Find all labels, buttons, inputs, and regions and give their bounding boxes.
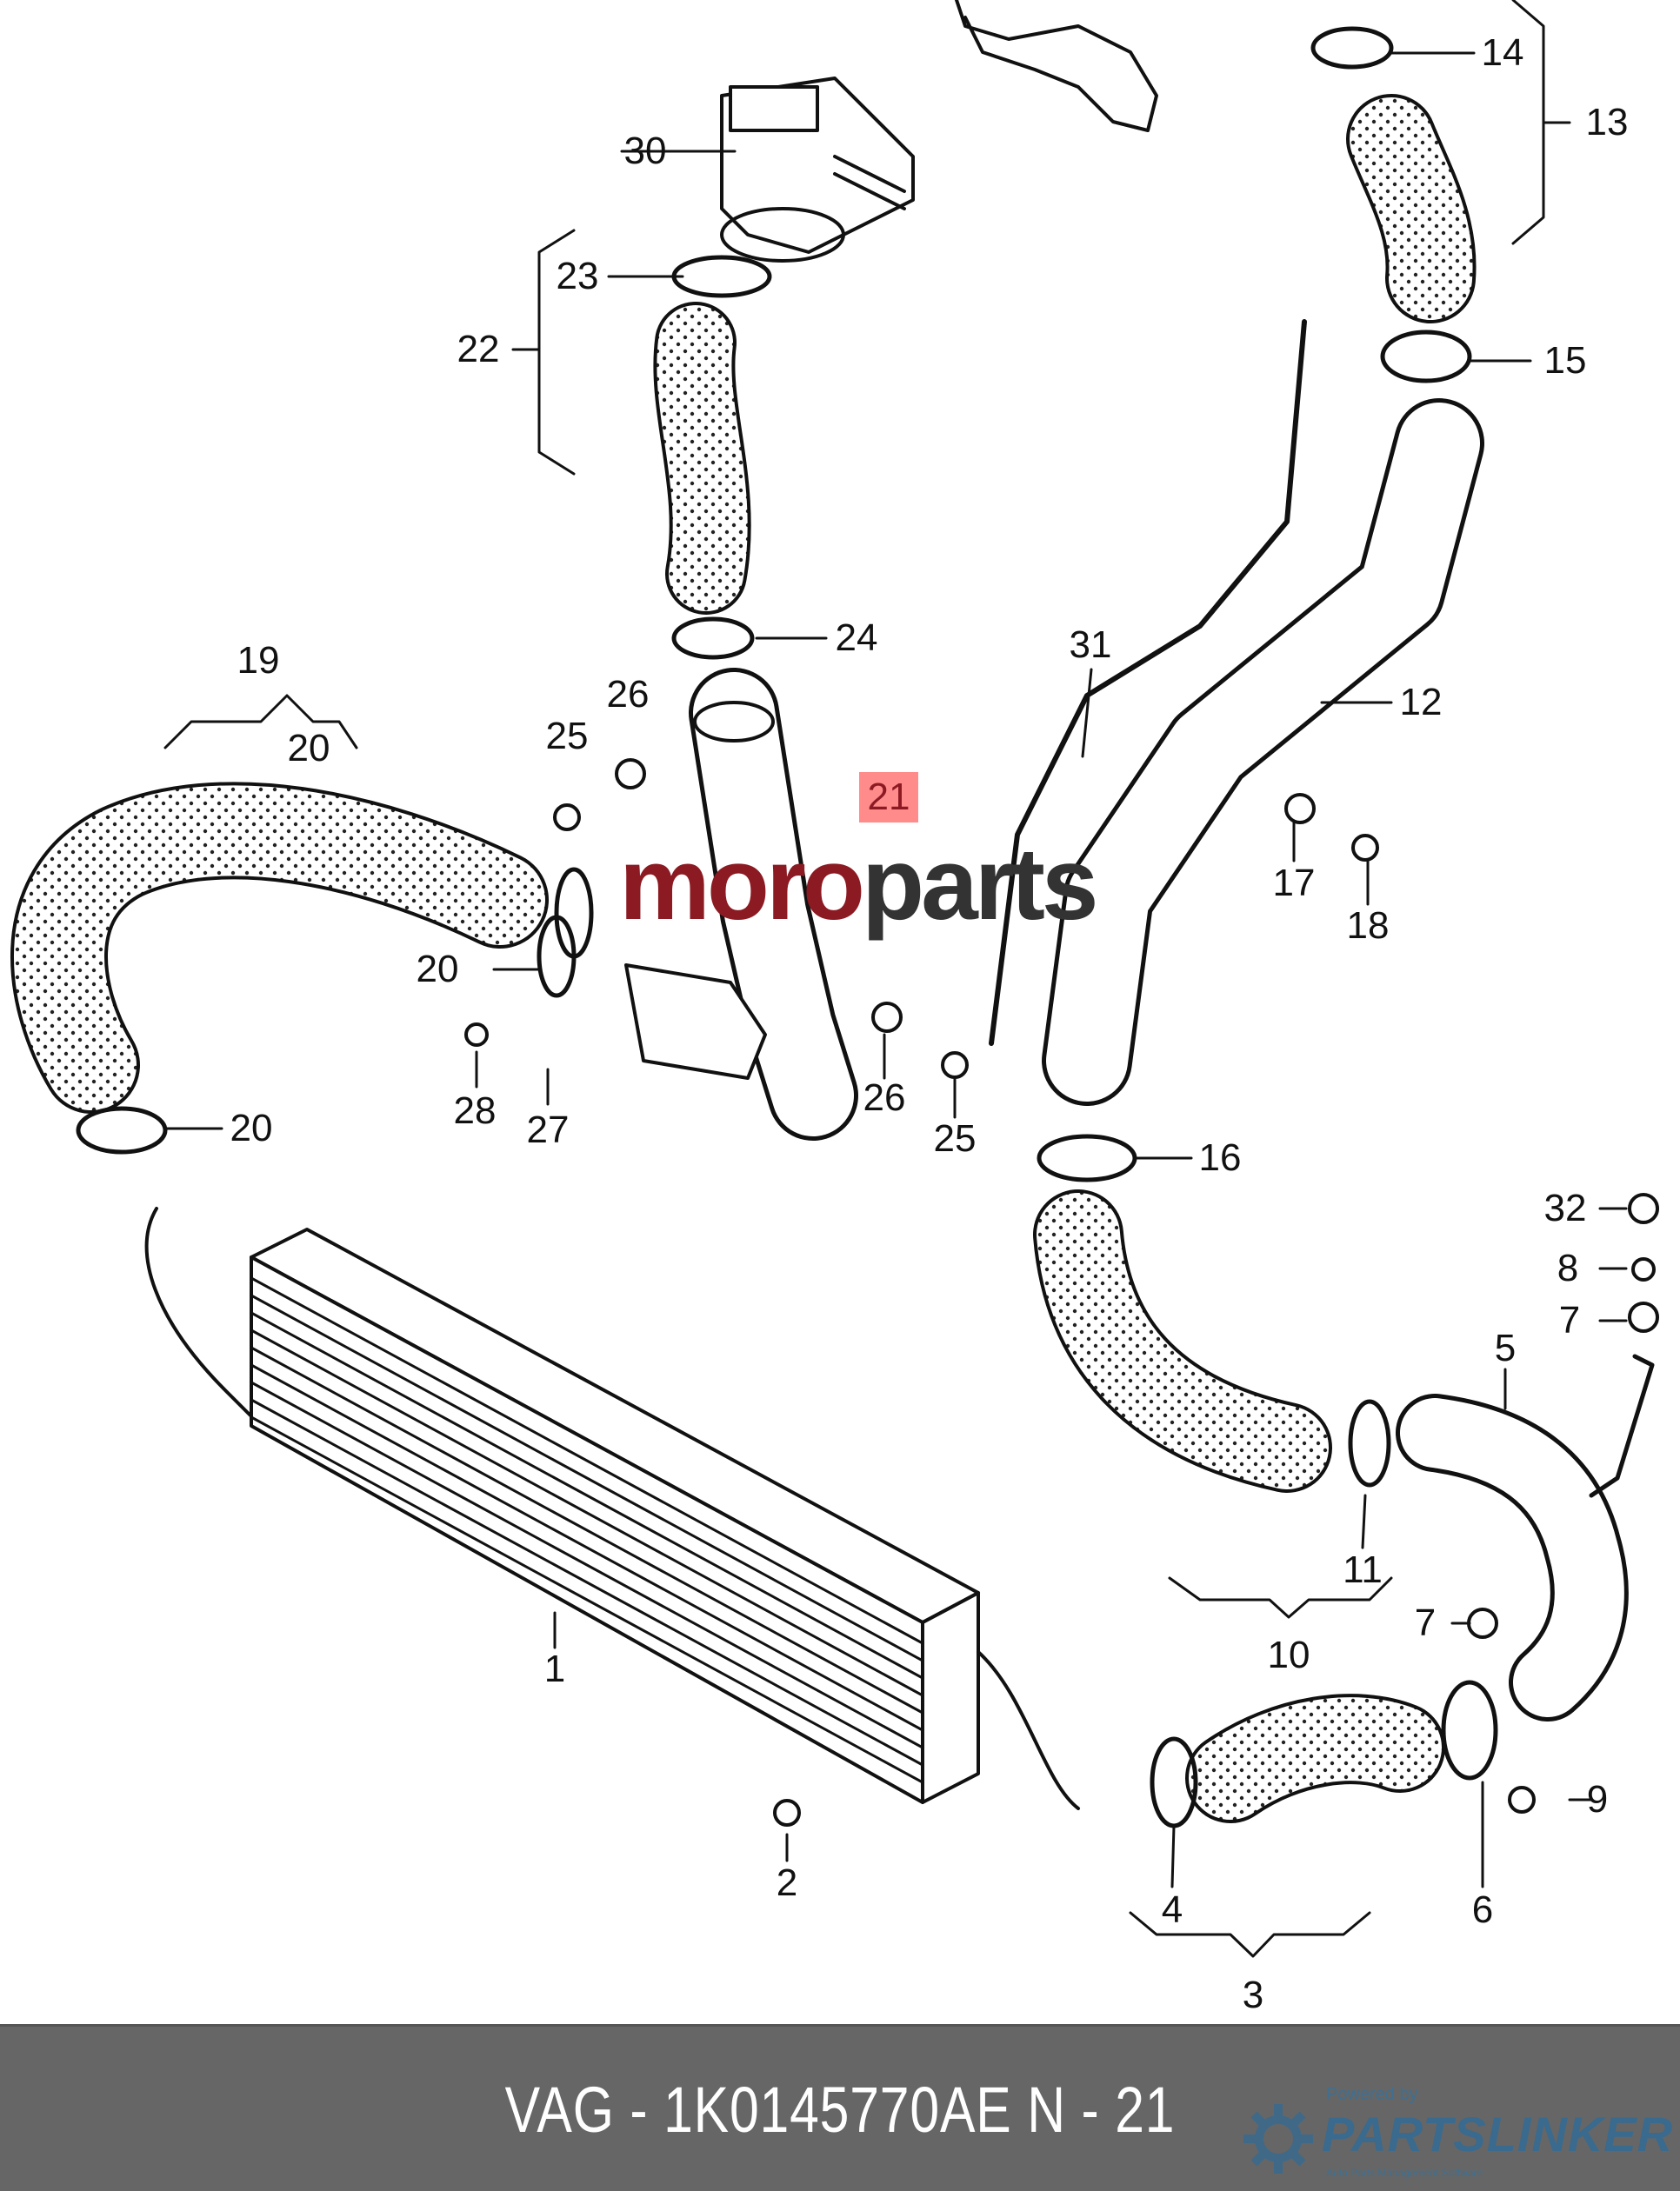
- partslinker-gear-icon: [1243, 2104, 1313, 2174]
- throttle-body: [720, 77, 915, 263]
- part-number-title: VAG - 1K0145770AE N - 21: [504, 2074, 1176, 2146]
- callout-15[interactable]: 15: [1543, 339, 1587, 382]
- callout-18[interactable]: 18: [1346, 904, 1390, 947]
- callout-20[interactable]: 20: [230, 1107, 273, 1149]
- callout-26[interactable]: 26: [606, 673, 650, 716]
- callout-5[interactable]: 5: [1494, 1327, 1517, 1369]
- actuator-27: [624, 963, 767, 1080]
- callout-8[interactable]: 8: [1557, 1247, 1579, 1289]
- callout-6[interactable]: 6: [1471, 1888, 1494, 1931]
- callout-21[interactable]: 21: [867, 776, 910, 818]
- callout-4[interactable]: 4: [1161, 1888, 1183, 1931]
- callout-16[interactable]: 16: [1198, 1136, 1242, 1179]
- pipe-31: [989, 319, 1307, 1046]
- callout-25[interactable]: 25: [545, 715, 589, 757]
- manifold-flange: [955, 0, 1158, 132]
- highlight-box: [859, 772, 918, 822]
- callout-17[interactable]: 17: [1272, 862, 1316, 904]
- callout-24[interactable]: 24: [835, 616, 878, 659]
- callout-28[interactable]: 28: [453, 1089, 497, 1132]
- watermark-logo: moroparts: [619, 827, 1099, 942]
- callout-32[interactable]: 32: [1543, 1187, 1587, 1229]
- fasteners: [464, 758, 1659, 1827]
- callout-3[interactable]: 3: [1242, 1974, 1264, 2016]
- callout-22[interactable]: 22: [457, 328, 500, 370]
- partslinker-tagline: Auto Parts Management Software: [1326, 2167, 1483, 2179]
- exploded-parts-diagram: [10, 0, 1659, 1958]
- leader-lines: [163, 51, 1628, 1888]
- callout-10[interactable]: 10: [1267, 1634, 1310, 1676]
- bracket-5: [1589, 1354, 1655, 1498]
- callout-19[interactable]: 19: [237, 639, 280, 682]
- callout-20[interactable]: 20: [416, 948, 459, 990]
- callout-30[interactable]: 30: [623, 130, 667, 172]
- footer-bar: VAG - 1K0145770AE N - 21: [0, 2024, 1680, 2191]
- callout-26[interactable]: 26: [863, 1076, 906, 1119]
- callout-23[interactable]: 23: [556, 255, 599, 297]
- callout-31[interactable]: 31: [1069, 623, 1112, 666]
- intercooler: [144, 1207, 1080, 1810]
- callout-1[interactable]: 1: [543, 1648, 566, 1690]
- callout-13[interactable]: 13: [1585, 101, 1629, 143]
- partslinker-logo: PARTSLINKER: [1322, 2107, 1674, 2161]
- callout-7[interactable]: 7: [1414, 1602, 1437, 1644]
- powered-by-label: Powered by: [1326, 2085, 1418, 2104]
- callout-12[interactable]: 12: [1399, 681, 1443, 723]
- callout-9[interactable]: 9: [1586, 1778, 1609, 1821]
- callout-14[interactable]: 14: [1481, 31, 1524, 74]
- callout-27[interactable]: 27: [526, 1109, 570, 1151]
- group-brackets: [163, 0, 1571, 1958]
- callout-11[interactable]: 11: [1343, 1548, 1383, 1591]
- callout-20[interactable]: 20: [287, 727, 330, 769]
- callout-2[interactable]: 2: [776, 1861, 798, 1904]
- callout-7[interactable]: 7: [1558, 1299, 1581, 1342]
- callout-25[interactable]: 25: [933, 1117, 977, 1160]
